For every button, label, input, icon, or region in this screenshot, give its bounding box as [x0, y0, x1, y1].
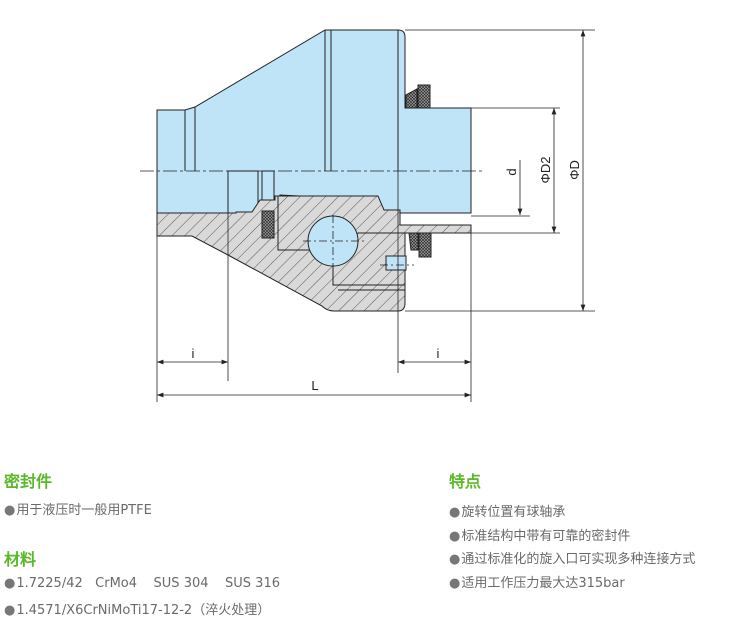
dim-L: L [311, 378, 318, 393]
features-item: ●旋转位置有球轴承 [449, 505, 566, 520]
features-item: ●通过标准化的旋入口可实现多种连接方式 [449, 552, 696, 567]
seals-heading: 密封件 [4, 472, 53, 491]
materials-heading: 材料 [4, 550, 37, 569]
dim-i-right: i [437, 346, 440, 361]
materials-item: ●1.4571/X6CrNiMoTi17-12-2（淬火处理） [4, 603, 271, 618]
features-item: ●标准结构中带有可靠的密封件 [449, 529, 631, 544]
materials-item: ●1.7225/42 CrMo4 SUS 304 SUS 316 [4, 576, 280, 591]
dim-i-left: i [192, 346, 195, 361]
dim-D: ΦD [567, 160, 582, 180]
swivel-joint-drawing: d ΦD2 ΦD i i L [140, 29, 595, 402]
dim-d: d [504, 168, 519, 175]
features-item: ●适用工作压力最大达315bar [449, 576, 625, 591]
seals-item: ●用于液压时一般用PTFE [4, 503, 152, 518]
features-heading: 特点 [449, 472, 482, 491]
dim-d2: ΦD2 [538, 157, 553, 184]
